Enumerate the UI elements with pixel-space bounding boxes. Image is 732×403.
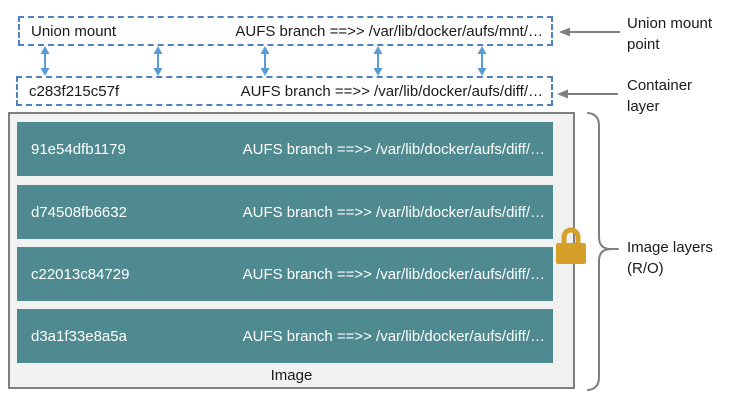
sync-arrow-icon bbox=[260, 46, 270, 76]
container-layer-box: c283f215c57f AUFS branch ==>> /var/lib/d… bbox=[16, 76, 553, 106]
container-layer-pointer-arrow-icon bbox=[557, 89, 618, 99]
image-layer-row: d3a1f33e8a5a AUFS branch ==>> /var/lib/d… bbox=[17, 309, 553, 363]
union-mount-point-label: Union mount point bbox=[627, 15, 713, 53]
layer-id: d3a1f33e8a5a bbox=[31, 327, 127, 345]
sync-arrow-icon bbox=[40, 46, 50, 76]
container-layer-label: Container layer bbox=[627, 77, 693, 115]
layer-id: c22013c84729 bbox=[31, 265, 130, 283]
image-box: 91e54dfb1179 AUFS branch ==>> /var/lib/d… bbox=[8, 112, 575, 389]
union-mount-aufs-branch: AUFS branch ==>> /var/lib/docker/aufs/mn… bbox=[235, 22, 543, 40]
layer-aufs-branch: AUFS branch ==>> /var/lib/docker/aufs/di… bbox=[242, 140, 545, 158]
lock-icon bbox=[556, 227, 586, 264]
sync-arrow-icon bbox=[153, 46, 163, 76]
image-layer-row: d74508fb6632 AUFS branch ==>> /var/lib/d… bbox=[17, 185, 553, 239]
container-layer-aufs-branch: AUFS branch ==>> /var/lib/docker/aufs/di… bbox=[240, 82, 543, 100]
layer-id: d74508fb6632 bbox=[31, 203, 127, 221]
sync-arrow-icon bbox=[373, 46, 383, 76]
image-layer-row: c22013c84729 AUFS branch ==>> /var/lib/d… bbox=[17, 247, 553, 301]
image-layers-brace bbox=[587, 112, 619, 391]
union-mount-pointer-arrow-icon bbox=[559, 27, 620, 37]
union-mount-box: Union mount AUFS branch ==>> /var/lib/do… bbox=[18, 16, 553, 46]
layer-aufs-branch: AUFS branch ==>> /var/lib/docker/aufs/di… bbox=[242, 327, 545, 345]
union-mount-label: Union mount bbox=[31, 22, 117, 40]
layer-aufs-branch: AUFS branch ==>> /var/lib/docker/aufs/di… bbox=[242, 203, 545, 221]
layer-aufs-branch: AUFS branch ==>> /var/lib/docker/aufs/di… bbox=[242, 265, 545, 283]
container-layer-id: c283f215c57f bbox=[29, 82, 120, 100]
image-layers-label: Image layers (R/O) bbox=[627, 239, 713, 277]
layer-id: 91e54dfb1179 bbox=[31, 140, 126, 158]
sync-arrow-icon bbox=[477, 46, 487, 76]
image-caption: Image bbox=[270, 367, 313, 384]
image-layer-row: 91e54dfb1179 AUFS branch ==>> /var/lib/d… bbox=[17, 122, 553, 176]
